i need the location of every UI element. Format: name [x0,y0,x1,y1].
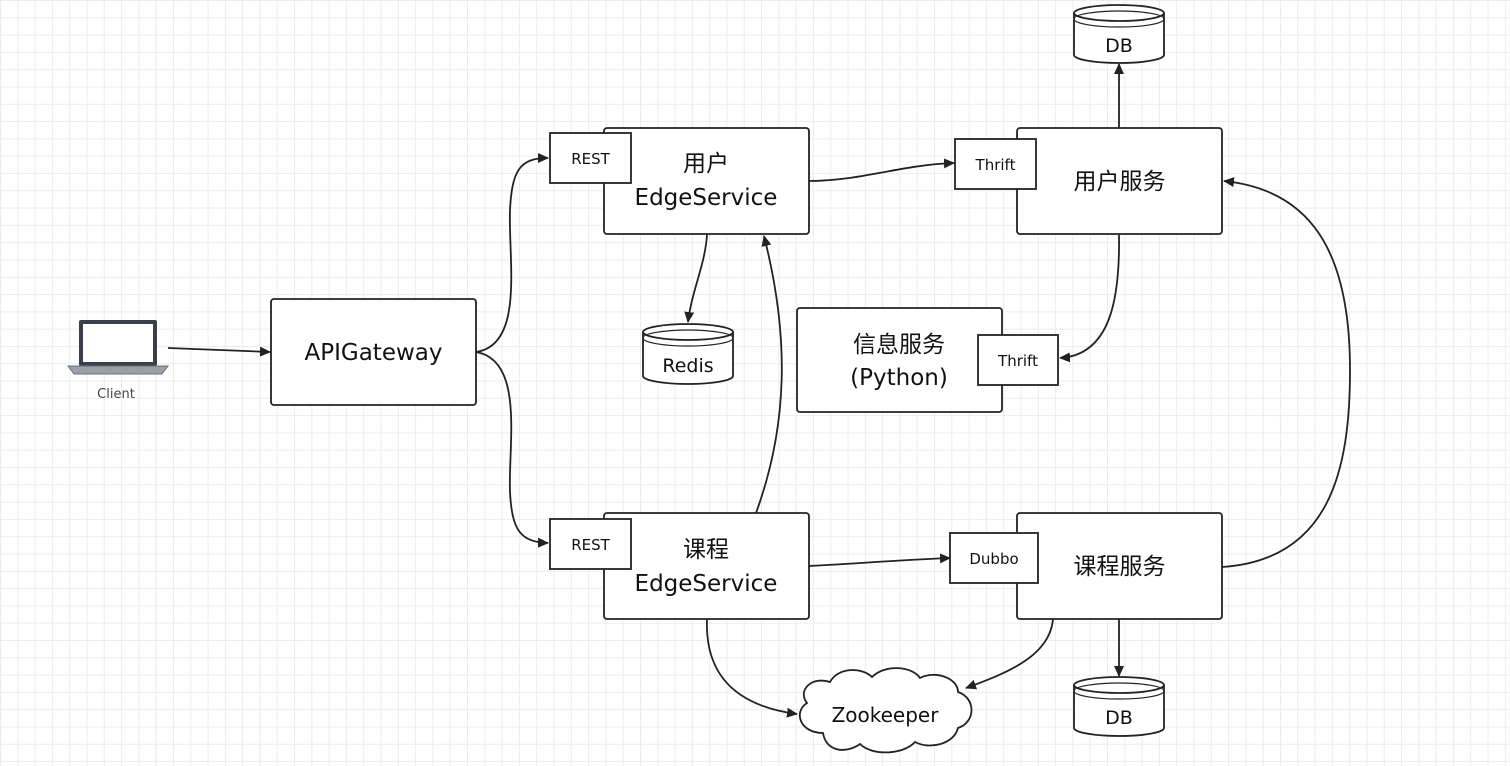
user-edge-rest-label: REST [571,150,610,168]
info-service-box: 信息服务 (Python) Thrift [796,307,1059,413]
edge-gateway-to-user-rest [475,153,549,353]
user-service-thrift-tag [954,138,1037,190]
edge-user-edge-to-redis [684,234,708,323]
connectors [167,63,1351,718]
client-label: Client [97,387,135,402]
user-edge-rest-tag [549,132,632,184]
client-node: Client [67,320,169,402]
cloud-icon [798,667,973,754]
edge-client-to-gateway [167,346,271,357]
course-edge-subtitle: EdgeService [635,571,778,597]
redis-label: Redis [662,355,713,377]
user-db-label: DB [1105,35,1133,57]
laptop-icon [67,320,169,375]
course-db-label: DB [1105,707,1133,729]
user-service-box: 用户服务 Thrift [954,127,1223,235]
user-db-cylinder: DB [1073,4,1165,64]
edge-course-edge-to-zookeeper [706,618,798,718]
course-service-dubbo-tag [949,532,1039,584]
edge-course-edge-to-user-edge [755,235,783,514]
edge-user-edge-to-thrift [808,158,955,182]
edge-user-service-to-info-thrift [1059,234,1120,363]
user-edge-title: 用户 [683,151,729,177]
edge-course-edge-to-dubbo [808,553,951,567]
user-service-label: 用户服务 [1074,169,1166,195]
user-edge-subtitle: EdgeService [635,185,778,211]
redis-cylinder: Redis [642,323,734,385]
course-service-label: 课程服务 [1074,554,1166,580]
course-edge-title: 课程 [683,537,729,563]
course-edge-rest-tag [549,518,632,570]
info-service-thrift-label: Thrift [997,352,1038,370]
api-gateway-box: APIGateway [270,298,477,406]
user-service-thrift-label: Thrift [975,156,1016,174]
zookeeper-label: Zookeeper [832,703,940,727]
course-edge-service-box: 课程 EdgeService REST [549,512,810,620]
info-service-thrift-tag [977,334,1059,386]
course-service-box: 课程服务 Dubbo [949,512,1223,620]
info-service-subtitle: (Python) [850,365,948,391]
edge-course-service-to-zookeeper [965,618,1054,690]
api-gateway-label: APIGateway [305,340,443,366]
course-edge-rest-label: REST [571,536,610,554]
zookeeper-cloud: Zookeeper [798,667,973,754]
edge-course-service-to-user-service [1221,177,1351,568]
edge-gateway-to-course-rest [475,351,549,548]
course-db-cylinder: DB [1073,676,1165,737]
info-service-title: 信息服务 [853,332,945,358]
course-service-dubbo-label: Dubbo [969,550,1018,568]
user-edge-service-box: 用户 EdgeService REST [549,127,810,235]
